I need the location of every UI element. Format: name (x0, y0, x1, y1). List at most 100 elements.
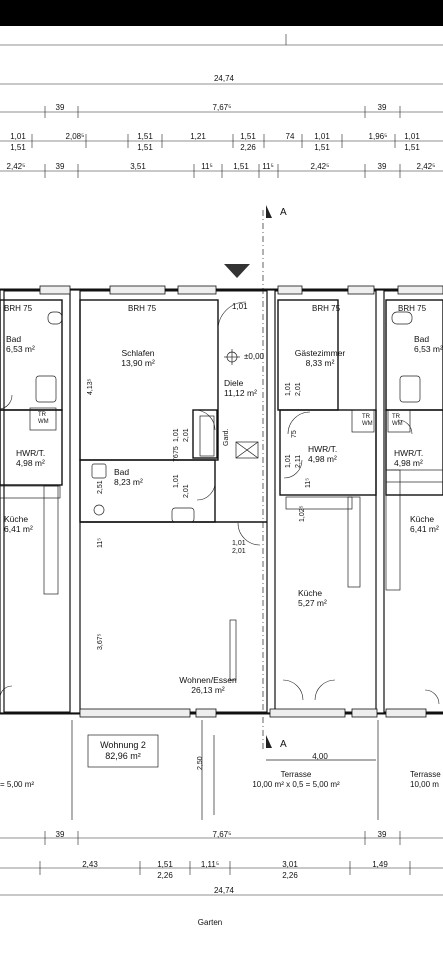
section-label-top: A (280, 207, 287, 218)
door-swing-gaeste (287, 411, 311, 435)
brh-label: BRH 75 (312, 304, 341, 313)
dim-201: 2,01 (183, 484, 190, 498)
garten-label: Garten (197, 918, 223, 927)
dim-text: 1,51 (314, 143, 330, 152)
dim-text: 1,49 (372, 860, 388, 869)
dim-115: 11⁵ (97, 537, 104, 548)
sink-mid (171, 507, 195, 523)
dim-text: 11⁵ (201, 162, 213, 171)
wc-mid (93, 504, 105, 516)
kitchen-counter-right (385, 469, 401, 591)
dim-text: 11⁵ (262, 162, 274, 171)
door-swing-hwr (283, 459, 303, 479)
dim-text: 39 (55, 830, 65, 839)
shower-right (399, 375, 421, 403)
door-swing-schlafen (194, 409, 216, 431)
terrace-width-dim: 4,00 (312, 752, 328, 761)
dim-text: 1,51 (137, 132, 153, 141)
door-swing-diele (217, 301, 247, 331)
dim-text: 1,21 (190, 132, 206, 141)
dim-text: 1,51 (233, 162, 249, 171)
dim-76: 76 (173, 454, 180, 462)
dim-text: 1,96⁵ (368, 132, 388, 141)
dim-115: 11⁵ (305, 477, 312, 488)
dim-text: 1,11⁵ (200, 860, 220, 869)
section-arrow-top-icon (266, 205, 272, 218)
dim-367: 3,67⁵ (97, 633, 104, 650)
dim-text: 39 (377, 103, 387, 112)
dim-text: 1,51 (240, 132, 256, 141)
dim-text: 2,42⁵ (6, 162, 26, 171)
dim-text: 1,51 (404, 143, 420, 152)
dim-75: 75 (173, 446, 180, 454)
room-hwr-right: HWR/T.4,98 m² (394, 448, 424, 468)
dim-101: 1,01 (173, 428, 180, 442)
dim-text: 39 (377, 162, 387, 171)
level-label: ±0,00 (244, 352, 264, 361)
dim-text: 2,42⁵ (416, 162, 436, 171)
dim-text: 1,51 (10, 143, 26, 152)
wc-left (47, 311, 63, 325)
floor-plan-drawing (0, 34, 443, 896)
dim-102: 1,02⁵ (299, 505, 306, 522)
room-divider (229, 619, 237, 681)
dim-101: 1,01 (285, 382, 292, 396)
wohnung-label-box (87, 734, 159, 768)
dim-overall-top: 24,74 (213, 74, 235, 83)
dim-201: 2,01 (295, 382, 302, 396)
dim-text: 2,26 (157, 871, 173, 880)
room-hwr-mid: HWR/T.4,98 m² (308, 444, 338, 464)
dim-251: 2,51 (97, 480, 104, 494)
tr-wm-right (387, 409, 411, 433)
brh-label: BRH 75 (4, 304, 33, 313)
dim-text: 1,01 (10, 132, 26, 141)
dim-101: 1,01 (285, 454, 292, 468)
tr-wm-left (29, 407, 57, 431)
room-hwr-left: HWR/T.4,98 m² (16, 448, 46, 468)
terrace-left-label: = 5,00 m² (0, 780, 35, 789)
dim-75: 75 (291, 430, 298, 438)
dim-text: 39 (377, 830, 387, 839)
dim-text: 2,26 (240, 143, 256, 152)
diele-symbol (235, 441, 259, 459)
door-swing-bad-mid (196, 479, 216, 501)
dim-text: 2,08⁵ (65, 132, 85, 141)
wardrobe (199, 415, 215, 457)
dim-text: 3,51 (130, 162, 146, 171)
dim-201: 2,01 (183, 428, 190, 442)
entrance-triangle-icon (224, 264, 250, 278)
dim-text: 2,26 (282, 871, 298, 880)
dim-101: 1,01 (173, 474, 180, 488)
dim-211: 2,11 (295, 454, 302, 468)
dim-text: 7,67⁵ (212, 830, 232, 839)
dim-text: 39 (55, 103, 65, 112)
kitchen-counter-mid-side (347, 496, 361, 588)
dim-text: 1,51 (137, 143, 153, 152)
dim-text: 7,67⁵ (212, 103, 232, 112)
door-dim: 1,01 (232, 302, 248, 311)
dim-text: 1,01 (404, 132, 420, 141)
door-swing-kueche (237, 522, 261, 546)
kitchen-counter-left (43, 485, 59, 595)
dim-overall-bottom: 24,74 (213, 886, 235, 895)
section-arrow-bottom-icon (266, 735, 272, 748)
dim-text: 74 (285, 132, 295, 141)
shower-left (35, 375, 57, 403)
